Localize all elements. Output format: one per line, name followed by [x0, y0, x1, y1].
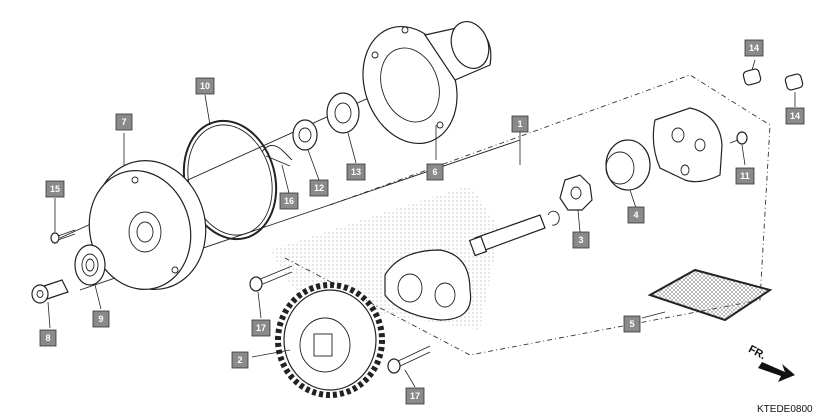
svg-text:14: 14 [790, 111, 800, 121]
svg-text:11: 11 [740, 171, 750, 181]
cotter-pin [261, 145, 293, 167]
callout-8: 8 [39, 329, 57, 347]
callout-5: 5 [623, 315, 641, 333]
callout-2: 2 [231, 351, 249, 369]
lock-nut [292, 119, 318, 151]
assembly-outline [284, 74, 771, 356]
dowel-pin-1 [742, 68, 762, 86]
callout-7: 7 [115, 113, 133, 131]
bolt-lower [387, 345, 431, 374]
svg-text:9: 9 [98, 314, 103, 324]
callout-10: 10 [195, 77, 215, 95]
front-direction-arrow: FR. [746, 343, 795, 382]
callout-1: 1 [511, 115, 529, 133]
leader-lines [47, 59, 796, 388]
callout-17b: 17 [405, 387, 425, 405]
svg-text:14: 14 [749, 43, 759, 53]
pump-plate [652, 107, 723, 183]
callout-15: 15 [45, 180, 65, 198]
driven-gear [275, 282, 385, 398]
dowel-pin-2 [784, 73, 804, 91]
small-bolt [729, 131, 748, 145]
svg-text:8: 8 [45, 333, 50, 343]
pump-housing-cover [362, 21, 492, 145]
inner-rotor [559, 174, 593, 211]
oil-seal [326, 92, 360, 134]
screw [50, 229, 76, 244]
strainer-screen [647, 268, 773, 322]
callout-6: 6 [426, 163, 444, 181]
callout-16: 16 [279, 192, 299, 210]
svg-text:3: 3 [578, 235, 583, 245]
pump-body [384, 249, 472, 321]
callout-13: 13 [346, 163, 366, 181]
svg-text:1: 1 [517, 119, 522, 129]
diagram-code: KTEDE0800 [757, 404, 813, 415]
callout-11: 11 [735, 167, 755, 185]
callout-14b: 14 [785, 107, 805, 125]
svg-text:17: 17 [410, 391, 420, 401]
outer-rotor [605, 139, 651, 191]
fr-label: FR. [746, 343, 767, 362]
bolt-upper [249, 265, 293, 292]
callout-12: 12 [309, 179, 329, 197]
svg-text:13: 13 [351, 167, 361, 177]
svg-text:15: 15 [50, 184, 60, 194]
svg-text:16: 16 [284, 196, 294, 206]
svg-text:7: 7 [121, 117, 126, 127]
svg-text:5: 5 [629, 319, 634, 329]
callout-3: 3 [572, 231, 590, 249]
small-gear [74, 244, 106, 286]
cover-plate [88, 160, 207, 290]
svg-text:17: 17 [256, 323, 266, 333]
collar [31, 279, 69, 304]
callout-9: 9 [92, 310, 110, 328]
callout-17a: 17 [251, 319, 271, 337]
svg-text:6: 6 [432, 167, 437, 177]
svg-text:12: 12 [314, 183, 324, 193]
callout-4: 4 [627, 206, 645, 224]
svg-text:10: 10 [200, 81, 210, 91]
svg-text:2: 2 [237, 355, 242, 365]
pump-shaft [468, 214, 546, 257]
callout-14a: 14 [744, 39, 764, 57]
circlip [547, 210, 560, 226]
svg-text:4: 4 [633, 210, 638, 220]
